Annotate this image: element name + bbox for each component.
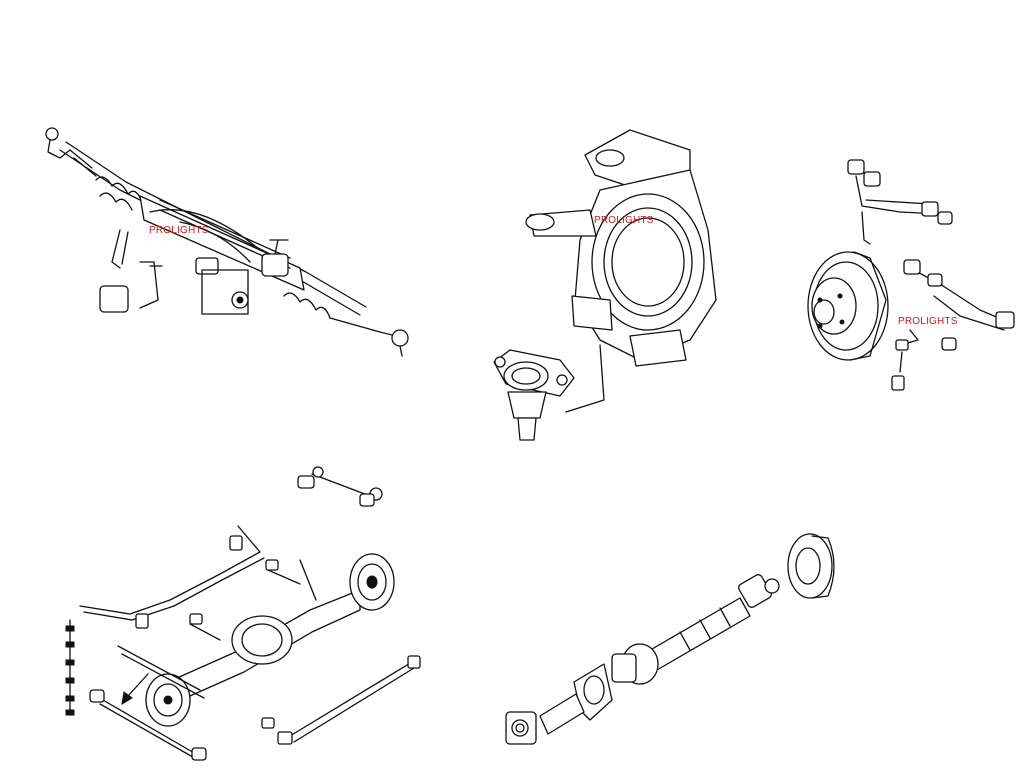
- steering-rack-assembly: [45, 127, 409, 357]
- front-universal-joint: [505, 711, 537, 745]
- propeller-shaft: [505, 533, 835, 745]
- upper-control-arm: [847, 159, 953, 245]
- stabilizer-bar: [79, 525, 265, 629]
- left-tie-rod-end: [45, 127, 97, 177]
- right-tie-rod-end: [329, 317, 409, 357]
- watermark-text: PROLIGHTS: [149, 225, 209, 236]
- flex-coupling: [787, 533, 835, 599]
- left-boot: [95, 176, 143, 211]
- right-boot: [283, 292, 331, 319]
- watermark-text: PROLIGHTS: [898, 316, 958, 327]
- right-brake-drum: [349, 553, 395, 611]
- mount-bracket: [195, 257, 249, 315]
- ball-joint: [493, 349, 575, 441]
- panhard-rod: [261, 655, 421, 745]
- steering-knuckle-with-ball-joint: [493, 129, 717, 441]
- brake-disc-hub: [807, 251, 889, 361]
- bolt-stack: [65, 619, 75, 716]
- rear-axle-and-links: [65, 466, 421, 761]
- watermark-text: PROLIGHTS: [594, 215, 654, 226]
- rear-universal-joint: [738, 574, 780, 608]
- left-brake-drum: [145, 673, 191, 727]
- pinion-valve: [261, 239, 289, 277]
- differential: [231, 615, 293, 665]
- center-universal-joint: [611, 643, 659, 685]
- rack-bushing: [99, 261, 163, 313]
- upper-link: [297, 466, 383, 507]
- front-hub-and-control-arms: [807, 159, 1015, 391]
- lower-control-arm: [891, 259, 1015, 391]
